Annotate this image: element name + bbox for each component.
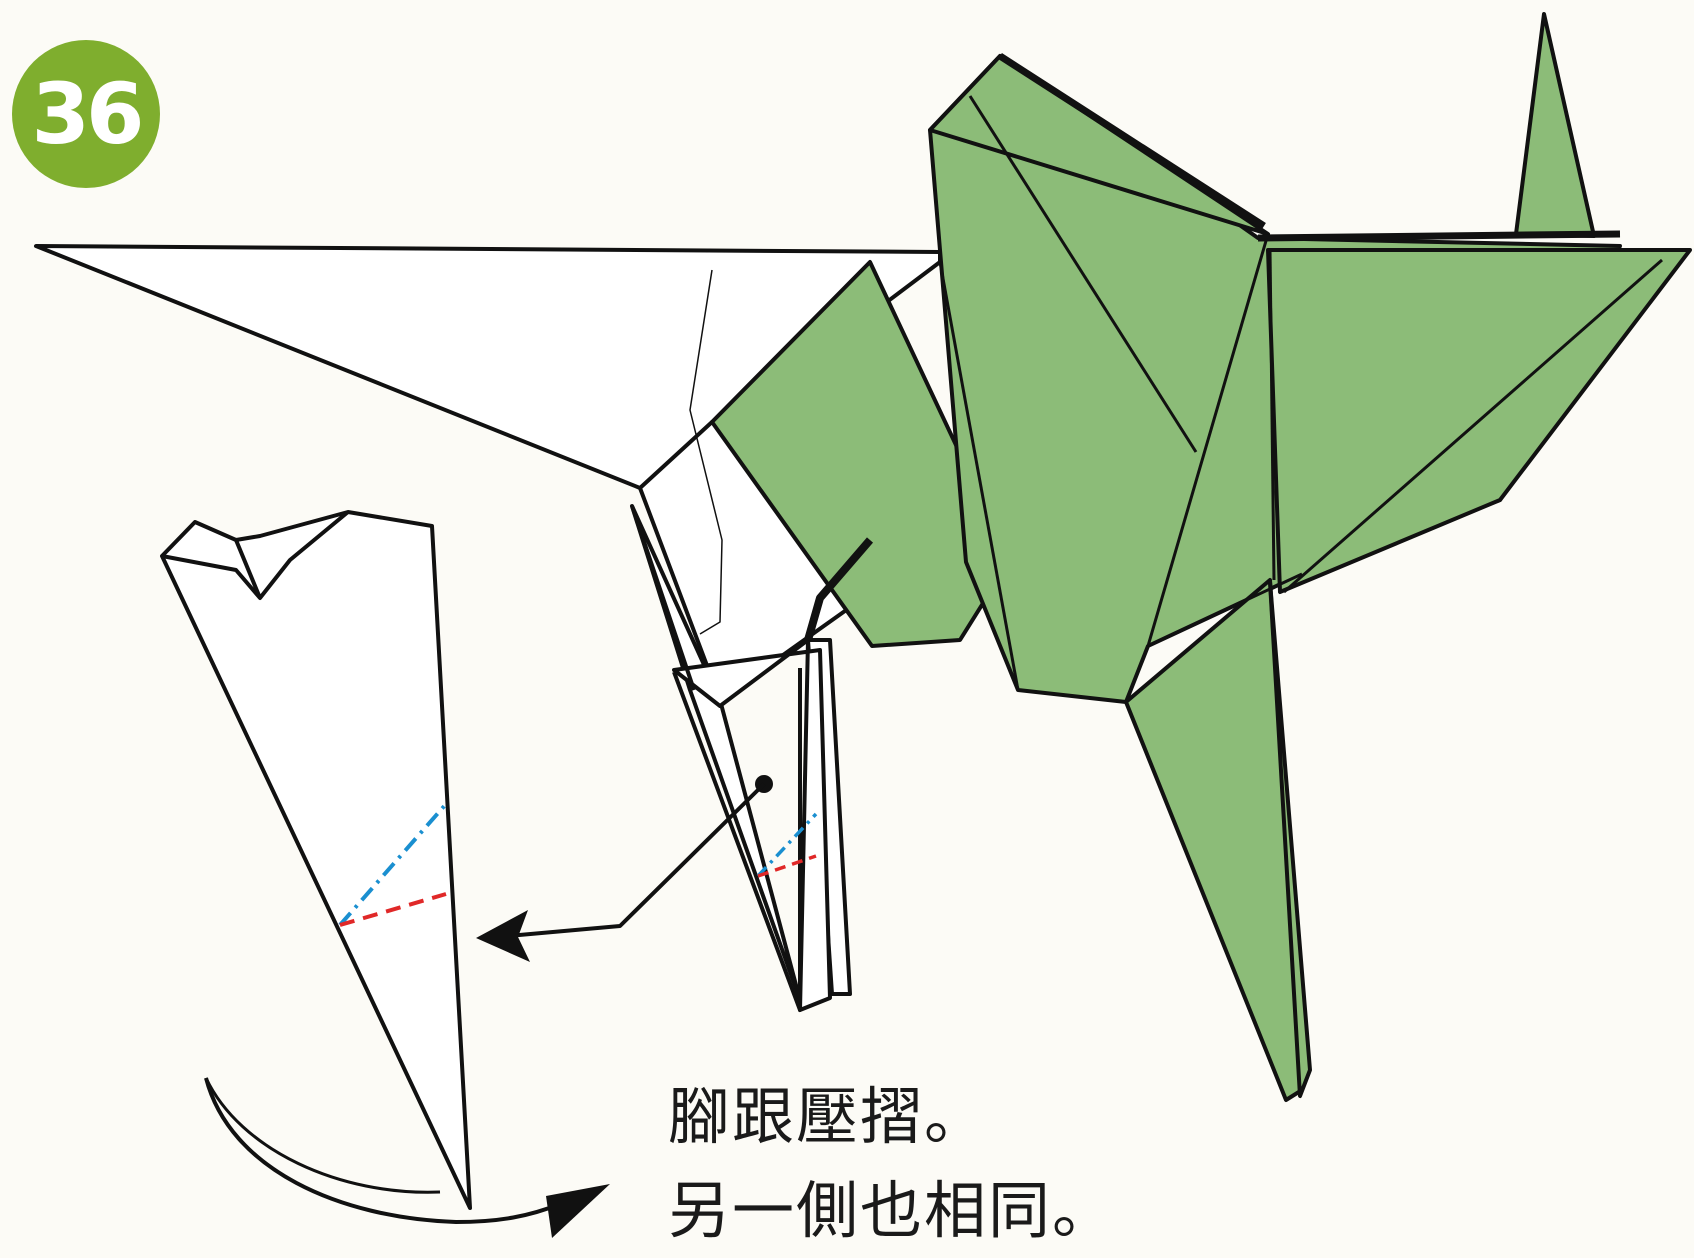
front-leg-crease xyxy=(630,505,696,691)
crease-1 xyxy=(938,261,1020,691)
crease-7 xyxy=(998,53,1266,229)
green-body-creases xyxy=(804,53,1663,691)
rotate-arrow-curve xyxy=(204,1077,561,1225)
instruction-line-1: 腳跟壓摺。 xyxy=(668,1080,989,1153)
front-leg-edge xyxy=(672,668,802,1012)
arrow-icon xyxy=(476,910,530,962)
hind-leg-back xyxy=(1268,580,1312,1098)
enlarged-leg-crease xyxy=(234,539,262,599)
instruction-caption: 腳跟壓摺。 另一側也相同。 xyxy=(668,1070,1116,1258)
enlarged-leg-detail xyxy=(160,510,472,1210)
step-number: 36 xyxy=(31,65,145,163)
arrow-shaft xyxy=(507,782,766,938)
instruction-line-2: 另一側也相同。 xyxy=(668,1174,1117,1247)
enlarged-leg-body xyxy=(160,510,472,1210)
reference-arrow xyxy=(476,775,773,962)
crease-3 xyxy=(1146,233,1270,647)
valley-fold-line xyxy=(339,892,447,927)
figure-green-body xyxy=(710,12,1692,1102)
crease-6 xyxy=(1147,572,1303,648)
crease-2 xyxy=(968,95,1198,453)
rotate-arrow-icon xyxy=(546,1184,610,1238)
tail-spike xyxy=(1514,12,1596,238)
front-leg-valley-fold xyxy=(757,854,817,878)
crease-5 xyxy=(1283,258,1663,594)
step-badge-circle xyxy=(12,40,160,188)
crease-9 xyxy=(804,537,874,642)
step-number-badge: 36 xyxy=(12,40,160,188)
crease-4 xyxy=(1268,249,1276,581)
rotate-arrow-band xyxy=(204,1077,441,1194)
rotate-arrow xyxy=(204,1077,610,1238)
crease-8 xyxy=(1257,230,1621,242)
mountain-fold-line xyxy=(338,802,448,927)
neck-thin-crease xyxy=(689,269,723,635)
